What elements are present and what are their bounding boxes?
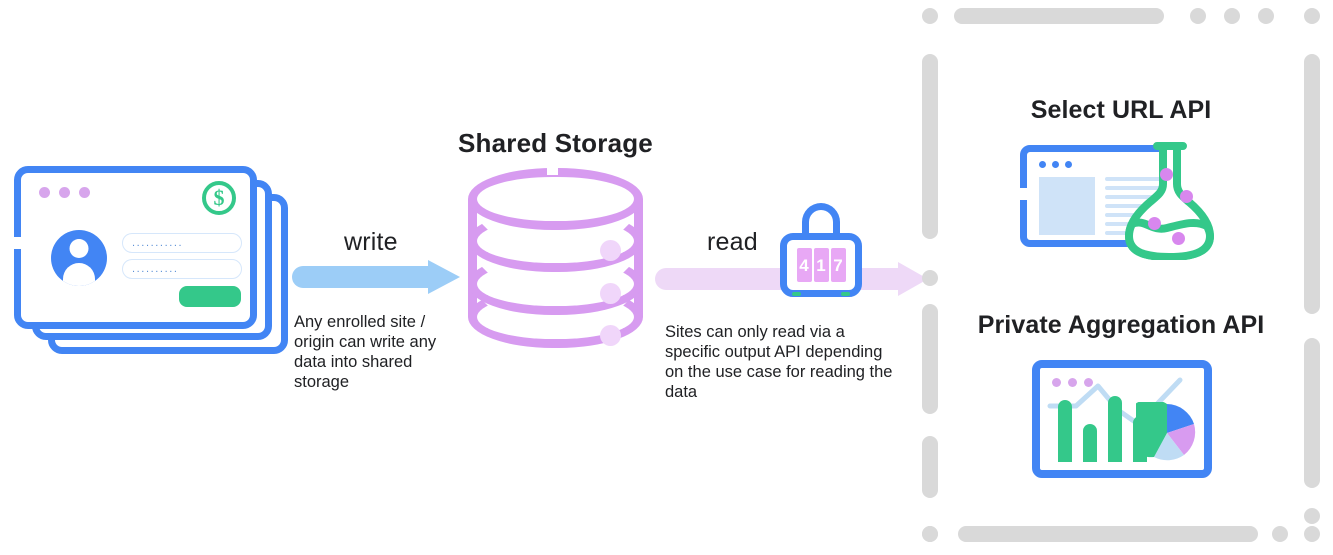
flask-dot-4 — [1172, 232, 1185, 245]
flask-dot-1 — [1160, 168, 1173, 181]
panel-dash-right-2 — [1304, 338, 1320, 488]
panel-dash-bottom-4 — [1304, 526, 1320, 542]
panel-dash-bottom-1 — [922, 526, 938, 542]
write-arrow-shaft — [292, 266, 435, 288]
browser-dot-1 — [1039, 161, 1046, 168]
write-label: write — [344, 228, 398, 256]
flask-icon — [1125, 142, 1214, 260]
dashboard-dots — [1052, 378, 1093, 387]
avatar-icon — [51, 230, 107, 286]
panel-dash-left-2 — [922, 270, 938, 286]
cylinder-band-middle-2 — [468, 253, 643, 315]
panel-dash-left-1 — [922, 54, 938, 239]
window-dot-2 — [59, 187, 70, 198]
panel-dash-top-4 — [1224, 8, 1240, 24]
cylinder-top-gap — [547, 163, 558, 175]
panel-dash-top-5 — [1258, 8, 1274, 24]
write-arrow-tip — [428, 260, 460, 294]
browser-dots — [1039, 161, 1072, 168]
read-label: read — [707, 228, 758, 256]
padlock-dash-right — [841, 292, 850, 296]
pie-chart-icon — [1136, 402, 1196, 461]
browser-content-block — [1039, 177, 1095, 235]
browser-dot-3 — [1065, 161, 1072, 168]
padlock-body: 4 1 7 — [780, 233, 862, 297]
padlock-icon: 4 1 7 — [780, 203, 862, 297]
browser-notch-left — [1020, 188, 1027, 200]
write-arrow-icon — [292, 260, 460, 294]
cylinder-dot-2 — [600, 283, 621, 304]
write-caption: Any enrolled site / origin can write any… — [294, 313, 437, 391]
padlock-dash-left — [792, 292, 801, 296]
padlock-dial-1: 4 — [796, 248, 812, 282]
window-dots — [39, 187, 90, 198]
panel-dash-bottom-3 — [1272, 526, 1288, 542]
text-line-4 — [1105, 204, 1167, 208]
avatar-body — [63, 263, 95, 286]
window-dot-1 — [39, 187, 50, 198]
private-aggregation-api-icon — [1032, 360, 1212, 478]
card-notch — [14, 237, 21, 249]
flask-dot-3 — [1148, 217, 1161, 230]
panel-dash-top-6 — [1304, 8, 1320, 24]
text-line-1 — [1105, 177, 1167, 181]
shared-storage-title: Shared Storage — [458, 128, 653, 158]
text-line-2 — [1105, 186, 1167, 190]
read-arrow-shaft — [655, 268, 903, 290]
dashboard-notch-bottom — [1150, 470, 1162, 478]
dashboard-dot-2 — [1068, 378, 1077, 387]
cylinder-band-top — [468, 168, 643, 230]
cylinder-dot-3 — [600, 325, 621, 346]
panel-dash-top-3 — [1190, 8, 1206, 24]
password-field[interactable]: .......... — [122, 259, 242, 279]
source-sites-cards: $ ........... .......... — [14, 166, 289, 358]
read-caption: Sites can only read via a specific outpu… — [665, 323, 893, 401]
padlock-dial-2: 1 — [813, 248, 829, 282]
panel-dash-right-3 — [1304, 508, 1320, 524]
output-apis-panel: Select URL API Private Aggregation API — [922, 8, 1320, 542]
panel-dash-top-1 — [922, 8, 938, 24]
username-field[interactable]: ........... — [122, 233, 242, 253]
bar-3 — [1108, 396, 1122, 462]
shared-storage-cylinder-icon — [468, 163, 643, 348]
panel-dash-left-4 — [922, 436, 938, 498]
dashboard-dot-1 — [1052, 378, 1061, 387]
window-dot-3 — [79, 187, 90, 198]
bar-2 — [1083, 424, 1097, 462]
flask-dot-2 — [1180, 190, 1193, 203]
select-url-api-icon — [1020, 140, 1220, 260]
cylinder-band-bottom — [468, 286, 643, 348]
submit-button[interactable] — [179, 286, 241, 307]
panel-dash-left-3 — [922, 304, 938, 414]
avatar-head — [69, 239, 89, 258]
panel-dash-bottom-2 — [958, 526, 1258, 542]
panel-dash-top-2 — [954, 8, 1164, 24]
dashboard-window-icon — [1032, 360, 1212, 478]
private-aggregation-api-title: Private Aggregation API — [977, 311, 1265, 339]
cylinder-band-middle-1 — [468, 210, 643, 272]
site-card-front: $ ........... .......... — [14, 166, 257, 329]
browser-dot-2 — [1052, 161, 1059, 168]
padlock-dial-3: 7 — [830, 248, 846, 282]
bar-1 — [1058, 400, 1072, 462]
panel-dash-right-1 — [1304, 54, 1320, 314]
text-line-3 — [1105, 195, 1167, 199]
cylinder-dot-1 — [600, 240, 621, 261]
dollar-icon: $ — [202, 181, 236, 215]
dashboard-dot-3 — [1084, 378, 1093, 387]
select-url-api-title: Select URL API — [1030, 96, 1212, 124]
